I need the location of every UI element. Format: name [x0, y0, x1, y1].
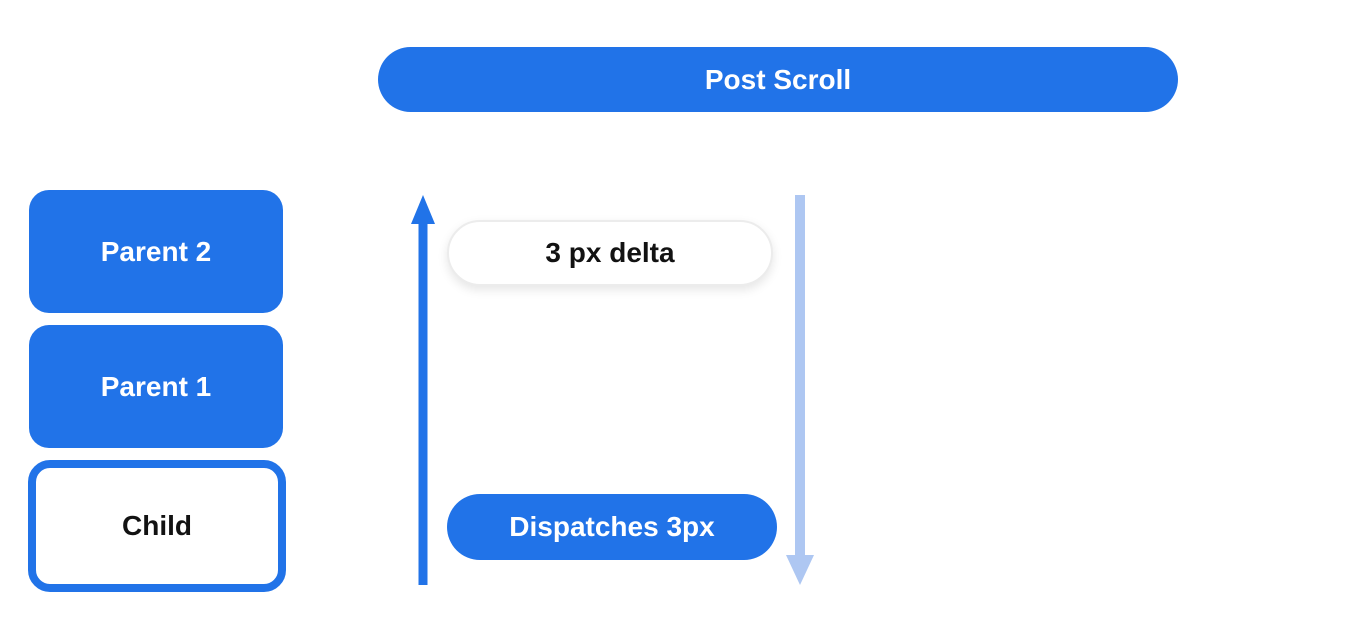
parent-1-box: Parent 1	[29, 325, 283, 448]
child-label: Child	[122, 510, 192, 541]
child-box: Child	[28, 460, 286, 592]
post-scroll-banner: Post Scroll	[378, 47, 1178, 112]
scroll-up-arrow-icon	[411, 195, 435, 585]
delta-label: 3 px delta	[545, 237, 675, 268]
dispatches-pill: Dispatches 3px	[447, 494, 777, 560]
post-scroll-label: Post Scroll	[704, 63, 852, 95]
parent-2-label: Parent 2	[100, 235, 212, 267]
parent-1-label: Parent 1	[100, 370, 212, 402]
scroll-down-arrow-icon	[786, 195, 814, 585]
parent-2-box: Parent 2	[29, 190, 283, 313]
delta-pill: 3 px delta	[447, 220, 773, 286]
dispatches-label: Dispatches 3px	[509, 511, 715, 542]
